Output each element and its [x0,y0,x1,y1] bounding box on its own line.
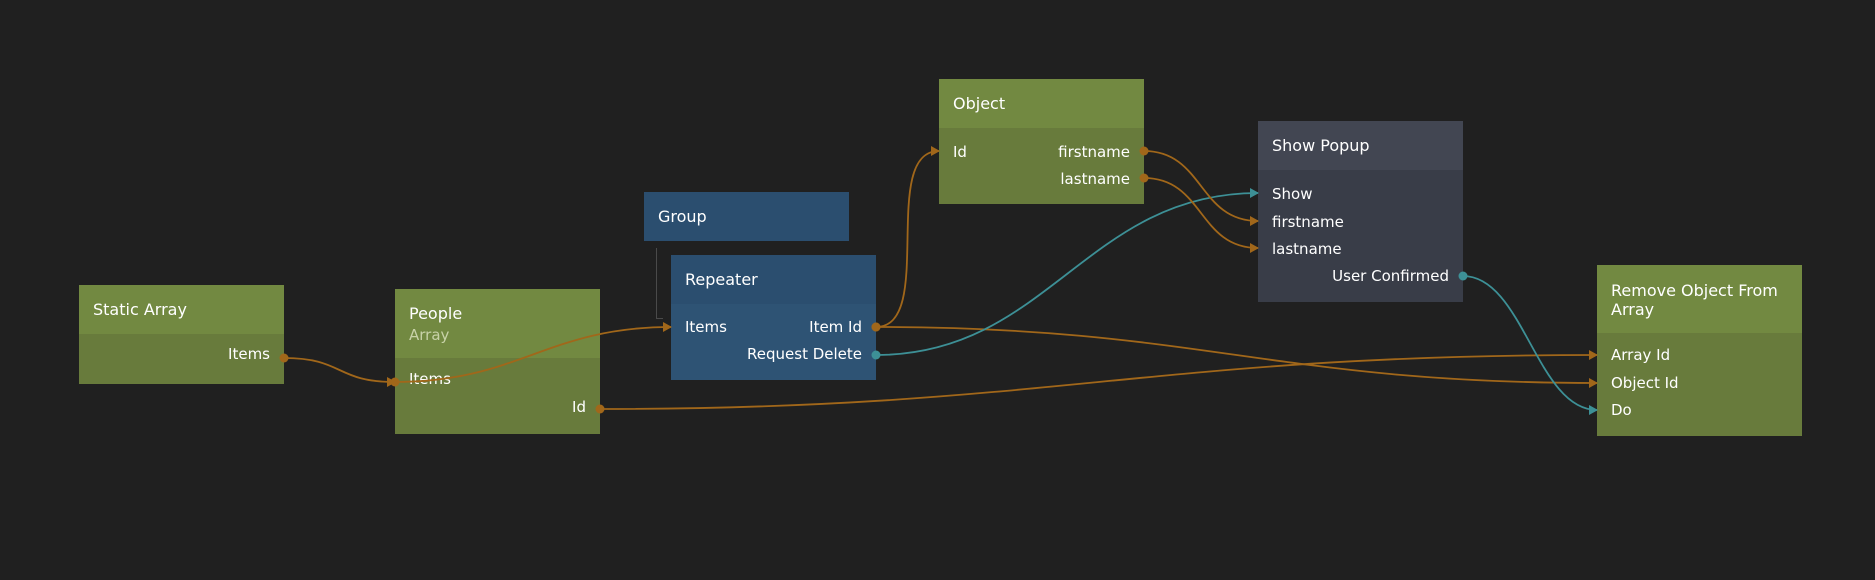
port-items-input[interactable]: Items [409,370,451,388]
node-body: Show firstname lastname User Confirmed [1258,170,1463,302]
node-title: Repeater [685,270,758,289]
node-title: People [409,303,463,323]
port-firstname-input[interactable]: firstname [1272,213,1344,231]
node-header[interactable]: Show Popup [1258,121,1463,170]
node-header[interactable]: Remove Object From Array [1597,265,1802,333]
connection-wire[interactable] [875,150,940,328]
node-body: Items [79,334,284,384]
node-remove-object-from-array[interactable]: Remove Object From Array Array Id Object… [1597,265,1802,436]
port-id-output[interactable]: Id [572,398,586,416]
port-item-id-output[interactable]: Item Id [809,318,862,336]
node-header[interactable]: Repeater [671,255,876,304]
connection-wire[interactable] [1462,275,1598,411]
node-body: Items Item Id Request Delete [671,304,876,380]
node-show-popup[interactable]: Show Popup Show firstname lastname User … [1258,121,1463,302]
port-items-input[interactable]: Items [685,318,727,336]
node-subtitle: Array [409,325,450,344]
node-header[interactable]: Static Array [79,285,284,334]
node-header[interactable]: People Array [395,289,600,358]
node-object[interactable]: Object Id firstname lastname [939,79,1144,204]
group-child-connector [656,248,663,319]
connection-wire[interactable] [875,326,1598,384]
connection-wire[interactable] [1143,150,1259,222]
port-object-id-input[interactable]: Object Id [1611,374,1679,392]
port-user-confirmed-output[interactable]: User Confirmed [1332,267,1449,285]
node-body: Array Id Object Id Do [1597,333,1802,436]
port-lastname-input[interactable]: lastname [1272,240,1342,258]
node-group[interactable]: Group [644,192,849,241]
connection-wire[interactable] [875,192,1259,356]
node-title: Static Array [93,300,187,319]
connection-wire[interactable] [283,357,396,383]
node-title: Show Popup [1272,136,1370,155]
node-repeater[interactable]: Repeater Items Item Id Request Delete [671,255,876,380]
node-static-array[interactable]: Static Array Items [79,285,284,384]
port-request-delete-output[interactable]: Request Delete [747,345,862,363]
node-title: Remove Object From Array [1611,281,1778,319]
node-people[interactable]: People Array Items Id [395,289,600,434]
node-body: Items Id [395,358,600,434]
node-title: Group [658,207,707,226]
port-id-input[interactable]: Id [953,143,967,161]
port-array-id-input[interactable]: Array Id [1611,346,1671,364]
node-header[interactable]: Group [644,192,849,241]
port-lastname-output[interactable]: lastname [1060,170,1130,188]
connection-wire[interactable] [1143,177,1259,249]
port-firstname-output[interactable]: firstname [1058,143,1130,161]
node-title: Object [953,94,1006,113]
node-body: Id firstname lastname [939,128,1144,204]
port-items-output[interactable]: Items [228,345,270,363]
port-do-input[interactable]: Do [1611,401,1632,419]
port-show-input[interactable]: Show [1272,185,1313,203]
node-header[interactable]: Object [939,79,1144,128]
